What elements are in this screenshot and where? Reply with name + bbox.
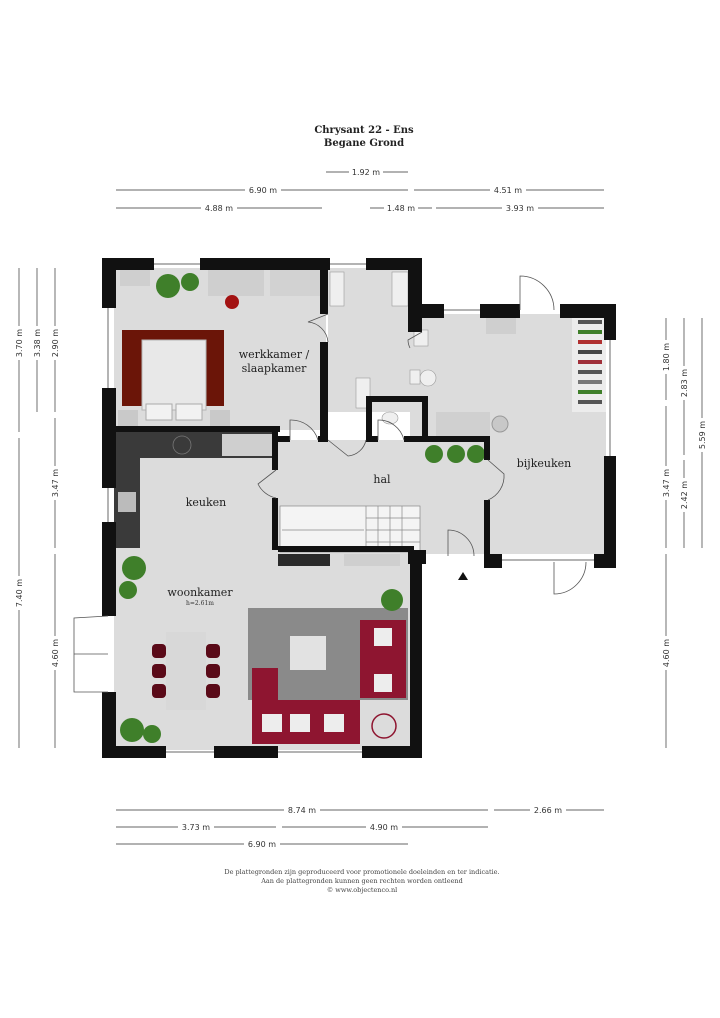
door — [487, 459, 505, 501]
top-dimensions — [116, 171, 604, 209]
shoe-rack — [578, 320, 602, 404]
plant-icon — [467, 445, 485, 463]
tv-cabinet — [278, 554, 330, 566]
dim-top-6: 3.93 m — [506, 204, 534, 213]
dim-left-6: 4.60 m — [51, 639, 60, 667]
dim-right-3: 5.59 m — [698, 421, 707, 449]
dim-right-5: 2.42 m — [680, 481, 689, 509]
plan-subtitle: Begane Grond — [324, 138, 404, 149]
plant-icon — [120, 718, 144, 742]
room-label-keuken: keuken — [186, 496, 227, 509]
kitchen-counter — [114, 432, 276, 548]
door — [289, 419, 319, 441]
disclaimer-line-2: Aan de plattegronden kunnen geen rechten… — [260, 877, 463, 885]
dim-left-2: 3.38 m — [33, 329, 42, 357]
walls — [102, 258, 616, 758]
dining-chairs — [152, 644, 220, 698]
dim-bottom-5: 6.90 m — [248, 840, 276, 849]
plant-icon — [143, 725, 161, 743]
door — [553, 561, 587, 595]
desk-chair — [225, 295, 239, 309]
door — [307, 313, 329, 343]
room-label-werkkamer: werkkamer / — [239, 348, 310, 361]
dining-table — [166, 632, 206, 710]
dim-bottom-3: 3.73 m — [182, 823, 210, 832]
windows — [107, 263, 611, 753]
bathroom-fixtures — [329, 271, 437, 425]
hob-icon — [172, 435, 192, 455]
plant-icon — [425, 445, 443, 463]
room-label-woonkamer: woonkamer — [167, 586, 233, 599]
door — [407, 331, 423, 349]
door — [377, 419, 405, 441]
room-label-slaapkamer: slaapkamer — [242, 362, 307, 375]
floor-lamp-icon — [371, 713, 397, 739]
dim-left-1: 3.70 m — [15, 329, 24, 357]
dim-left-4: 3.47 m — [51, 469, 60, 497]
door — [519, 275, 555, 311]
staircase — [279, 505, 421, 553]
dim-left-3: 2.90 m — [51, 329, 60, 357]
room-label-bijkeuken: bijkeuken — [517, 457, 572, 470]
plant-icon — [381, 589, 403, 611]
plant-icon — [122, 556, 146, 580]
dim-top-5: 1.48 m — [387, 204, 415, 213]
dim-right-2: 2.83 m — [680, 369, 689, 397]
dim-right-4: 3.47 m — [662, 469, 671, 497]
desk — [208, 270, 264, 296]
bedroom-furniture — [118, 270, 320, 428]
patio-door — [73, 615, 109, 693]
plant-icon — [447, 445, 465, 463]
plant-icon — [119, 581, 137, 599]
front-door — [447, 529, 475, 557]
dim-top-2: 6.90 m — [249, 186, 277, 195]
doors — [73, 275, 587, 693]
coffee-table — [290, 636, 326, 670]
entrance-arrow-icon — [458, 572, 468, 580]
dim-bottom-1: 8.74 m — [288, 806, 316, 815]
plants — [119, 273, 485, 743]
dim-bottom-2: 2.66 m — [534, 806, 562, 815]
plant-icon — [181, 273, 199, 291]
dim-top-3: 4.51 m — [494, 186, 522, 195]
plan-title: Chrysant 22 - Ens — [314, 125, 414, 136]
dim-right-6: 4.60 m — [662, 639, 671, 667]
disclaimer-line-1: De plattegronden zijn geproduceerd voor … — [224, 868, 499, 876]
room-label-hal: hal — [373, 473, 391, 486]
living-room-furniture — [152, 554, 408, 744]
dim-left-5: 7.40 m — [15, 579, 24, 607]
copyright: © www.objectenco.nl — [327, 886, 398, 894]
door — [257, 469, 277, 499]
utility-room-fixtures — [436, 316, 606, 438]
room-height-note: h=2.61m — [186, 600, 214, 607]
dim-right-1: 1.80 m — [662, 343, 671, 371]
dim-top-1: 1.92 m — [352, 168, 380, 177]
door — [327, 439, 367, 457]
plant-icon — [156, 274, 180, 298]
dim-top-4: 4.88 m — [205, 204, 233, 213]
dim-bottom-4: 4.90 m — [370, 823, 398, 832]
